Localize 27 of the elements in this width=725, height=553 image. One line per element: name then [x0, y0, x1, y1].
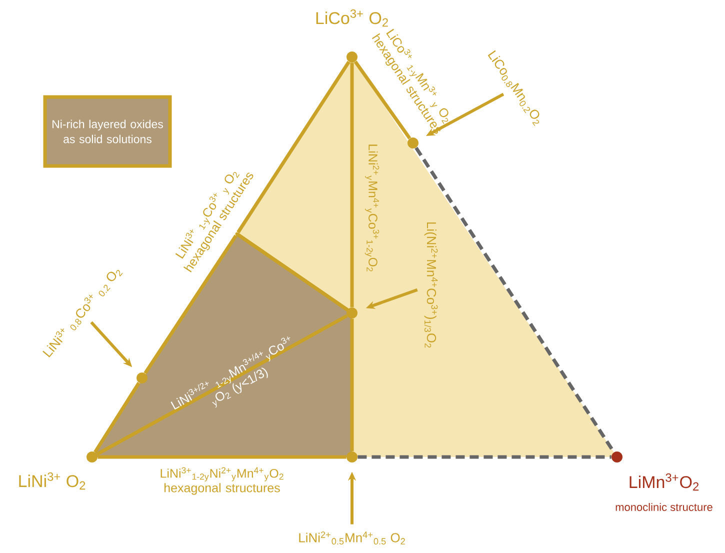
tie-line	[358, 455, 612, 459]
tie-line	[350, 62, 354, 308]
tie-line	[236, 60, 350, 234]
composition-label: LiMn$^{3+}$O$_{2}$	[630, 473, 699, 491]
composition-label: monoclinic structure	[616, 502, 712, 512]
composition-dot	[408, 138, 418, 148]
composition-dot	[346, 52, 358, 62]
composition-label: LiCo$^{3+}$ O$_{2}$	[316, 9, 388, 27]
composition-dot	[346, 308, 358, 318]
composition-label: Li(Ni$^{2+}$Mn$^{4+}$Co$^{3+}$)$_{1/3}$O$_{2}$	[424, 222, 438, 348]
tie-line	[94, 382, 140, 454]
tie-line	[238, 234, 348, 312]
tie-line	[98, 455, 346, 459]
composition-dot	[346, 452, 358, 462]
tie-line	[96, 314, 348, 456]
line-junction	[235, 232, 239, 236]
tie-line	[144, 234, 238, 374]
legend-text: Ni-rich layered oxides as solid solutions	[52, 120, 163, 144]
edge-label: LiNi$^{2+}$$_{y}$Mn$^{4+}$$_{y}$Co$^{3+}$$_{1-2y}$O$_{2}$	[364, 144, 380, 272]
edge-label: LiNi$^{3+}$$_{1-2y}$Ni$^{2+}$$_{y}$Mn$^{4+}$$_{y}$O$_{2}$ hexagonal structures	[160, 467, 284, 495]
tie-line	[350, 318, 354, 452]
composition-label: LiNi$^{2+}$$_{0.5}$Mn$^{4+}$$_{0.5}$ O$_{2}$	[299, 531, 405, 544]
tie-line	[354, 60, 412, 140]
composition-dot	[86, 452, 98, 462]
composition-label: LiNi$^{3+}$ O$_{2}$	[19, 472, 86, 490]
composition-dot	[612, 452, 622, 462]
composition-dot	[136, 372, 148, 384]
